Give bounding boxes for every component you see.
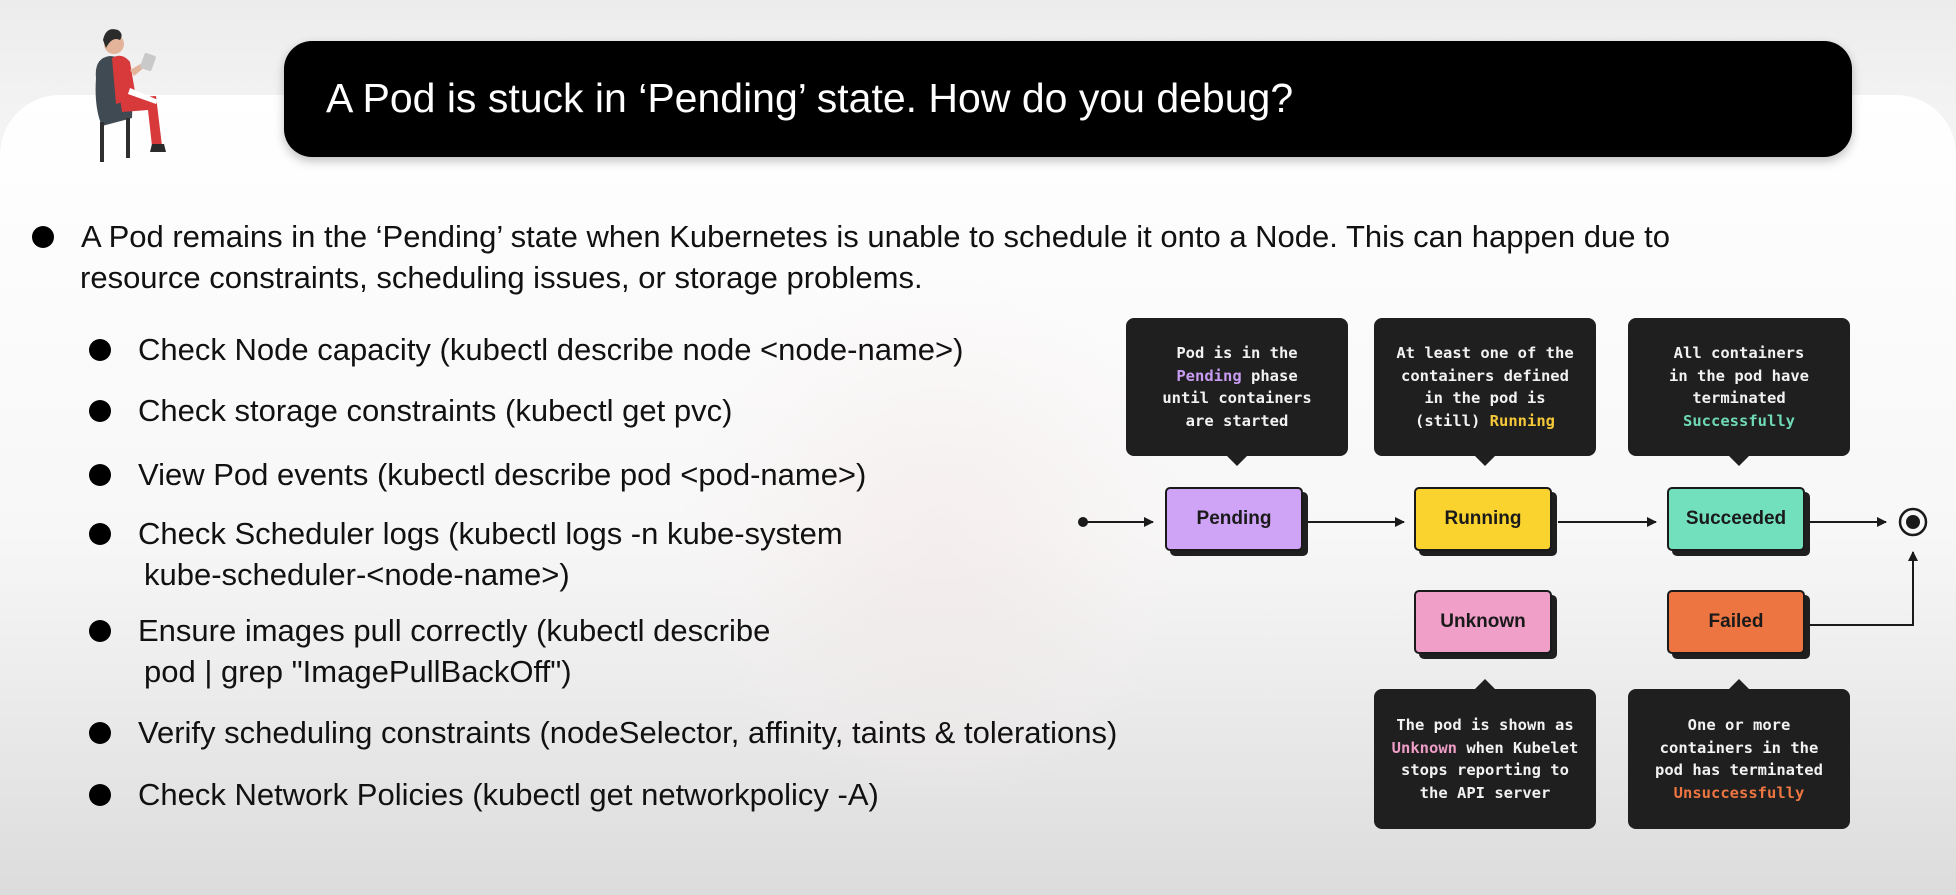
intro-bullet [32,226,54,248]
highlight-pending: Pending [1176,366,1242,385]
presenter-illustration [95,29,166,162]
step-text: Check Scheduler logs (kubectl logs -n ku… [138,516,843,551]
step-bullet [89,722,111,744]
step-text-continued: pod | grep "ImagePullBackOff") [144,654,572,689]
background-watermark [680,270,1200,810]
intro-text-line1: A Pod remains in the ‘Pending’ state whe… [81,219,1670,254]
step-text: Ensure images pull correctly (kubectl de… [138,613,771,648]
state-running: Running [1414,487,1552,551]
end-node-outer [1898,507,1928,537]
highlight-failed: Unsuccessfully [1673,783,1805,802]
tooltip-unknown: The pod is shown as Unknown when Kubelet… [1374,679,1596,829]
end-node-inner [1906,515,1920,529]
step-bullet [89,400,111,422]
highlight-unknown: Unknown [1391,738,1457,757]
state-pending: Pending [1165,487,1303,551]
step-text-continued: kube-scheduler-<node-name>) [144,557,570,592]
step-bullet [89,620,111,642]
step-text: Check Node capacity (kubectl describe no… [138,332,964,367]
arrow-failed-to-end [1810,551,1918,626]
step-text: Verify scheduling constraints (nodeSelec… [138,715,1118,750]
tooltip-pending: Pod is in the Pending phase until contai… [1126,318,1348,466]
highlight-running: Running [1489,411,1555,430]
state-failed: Failed [1667,590,1805,654]
tooltip-succeeded: All containers in the pod have terminate… [1628,318,1850,466]
step-bullet [89,464,111,486]
step-text: Check Network Policies (kubectl get netw… [138,777,879,812]
step-bullet [89,339,111,361]
highlight-succeeded: Successfully [1683,411,1795,430]
step-bullet [89,784,111,806]
step-text: Check storage constraints (kubectl get p… [138,393,733,428]
tooltip-running: At least one of the containers defined i… [1374,318,1596,466]
state-succeeded: Succeeded [1667,487,1805,551]
page-title: A Pod is stuck in ‘Pending’ state. How d… [326,75,1294,121]
step-text: View Pod events (kubectl describe pod <p… [138,457,867,492]
step-bullet [89,523,111,545]
state-unknown: Unknown [1414,590,1552,654]
title-banner: A Pod is stuck in ‘Pending’ state. How d… [284,41,1852,157]
tooltip-failed: One or more containers in the pod has te… [1628,679,1850,829]
intro-text-line2: resource constraints, scheduling issues,… [80,260,923,295]
